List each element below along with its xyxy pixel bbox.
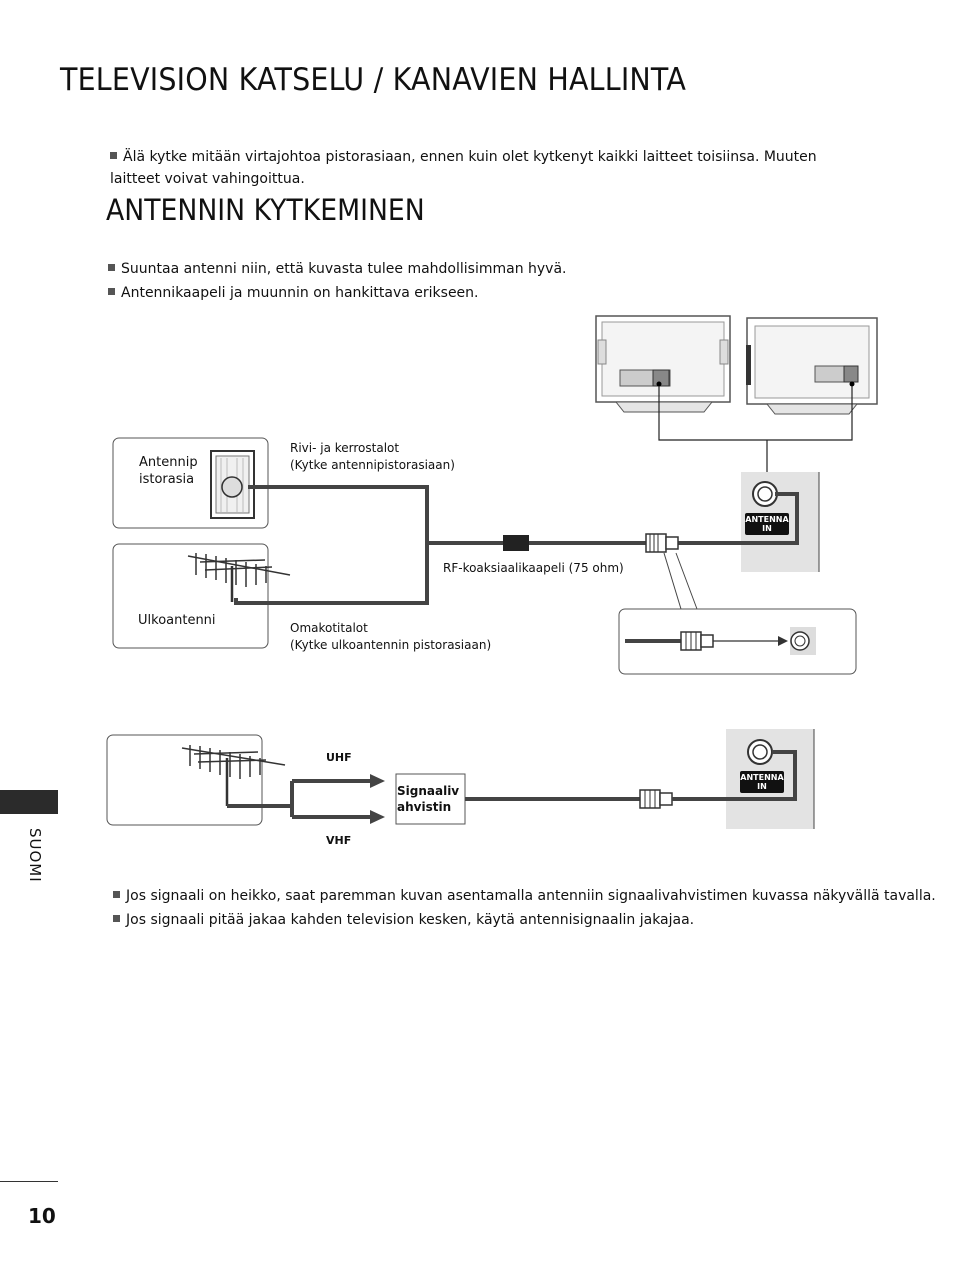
- apartment-label: Rivi- ja kerrostalot (Kytke antennipisto…: [290, 441, 455, 472]
- warning-note: Älä kytke mitään virtajohtoa pistorasiaa…: [110, 146, 850, 190]
- note-item: Suuntaa antenni niin, että kuvasta tulee…: [108, 258, 567, 280]
- outdoor-antenna-box: [112, 543, 269, 649]
- arrow-right-icon: [370, 810, 385, 824]
- plug-zoom-icon: [625, 627, 816, 655]
- coax-ferrite-icon: [503, 535, 529, 551]
- bullet-square-icon: [108, 288, 115, 295]
- tv-rear-right-icon: [746, 317, 878, 415]
- note-text: Jos signaali on heikko, saat paremman ku…: [126, 888, 936, 904]
- signal-amplifier-box: [395, 773, 466, 825]
- bullet-square-icon: [110, 152, 117, 159]
- note-item: Antennikaapeli ja muunnin on hankittava …: [108, 282, 567, 304]
- language-tab-marker: [0, 790, 58, 814]
- note-text: Antennikaapeli ja muunnin on hankittava …: [121, 285, 479, 301]
- note-item: Jos signaali pitää jakaa kahden televisi…: [113, 909, 936, 931]
- outdoor-antenna-icon: [187, 553, 291, 602]
- note-item: Jos signaali on heikko, saat paremman ku…: [113, 885, 936, 907]
- note-text: Suuntaa antenni niin, että kuvasta tulee…: [121, 261, 567, 277]
- bullet-square-icon: [113, 891, 120, 898]
- vhf-label: VHF: [326, 834, 352, 847]
- warning-text: Älä kytke mitään virtajohtoa pistorasiaa…: [110, 149, 817, 187]
- coax-plug-icon: [645, 533, 679, 553]
- coax-plug-icon: [639, 789, 673, 809]
- page-number-divider: [0, 1181, 58, 1182]
- language-tab-label: SUOMI: [26, 828, 44, 883]
- outdoor-antenna-icon: [181, 745, 286, 806]
- antenna-in-port-panel: [741, 472, 820, 572]
- tv-rear-left-icon: [595, 315, 731, 413]
- outdoor-antenna-label: Ulkoantenni: [138, 613, 216, 628]
- uhf-label: UHF: [326, 751, 352, 764]
- wall-socket-icon: [210, 450, 255, 519]
- amplifier-label: Signaaliv ahvistin: [397, 784, 460, 814]
- house-label: Omakotitalot (Kytke ulkoantennin pistora…: [290, 621, 492, 652]
- bullet-square-icon: [108, 264, 115, 271]
- cable-label: RF-koaksiaalikaapeli (75 ohm): [443, 561, 624, 575]
- bottom-notes: Jos signaali on heikko, saat paremman ku…: [113, 885, 936, 931]
- page-number: 10: [28, 1204, 56, 1228]
- section-title: ANTENNIN KYTKEMINEN: [106, 193, 425, 227]
- antenna-box-2: [106, 734, 263, 826]
- antenna-in-port-label: ANTENNA IN: [740, 773, 784, 791]
- page-title: TELEVISION KATSELU / KANAVIEN HALLINTA: [60, 62, 687, 98]
- antenna-in-port-label: ANTENNA IN: [745, 515, 789, 533]
- note-text: Jos signaali pitää jakaa kahden televisi…: [126, 912, 695, 928]
- bullet-square-icon: [113, 915, 120, 922]
- wall-socket-label: Antennip istorasia: [139, 455, 198, 487]
- top-notes: Suuntaa antenni niin, että kuvasta tulee…: [108, 258, 567, 304]
- antenna-in-port-panel: [726, 729, 815, 829]
- arrow-right-icon: [370, 774, 385, 788]
